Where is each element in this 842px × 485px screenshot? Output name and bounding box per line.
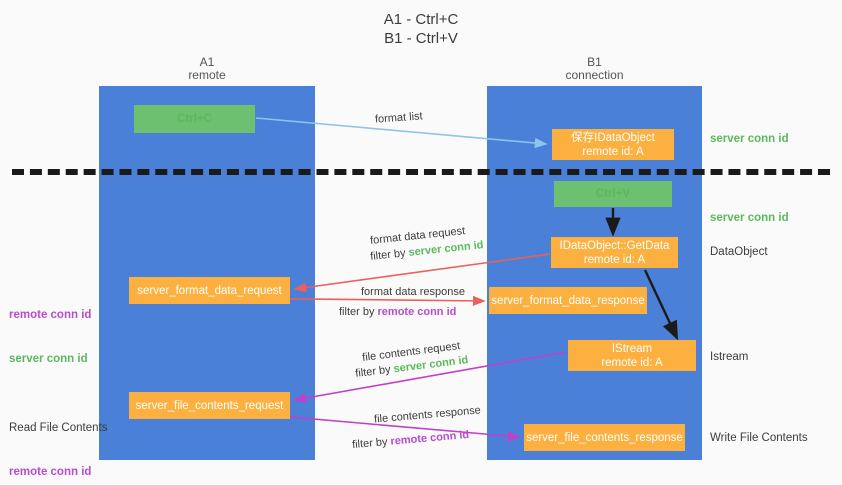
note-read-file-contents-group: Read File Contents remote conn id server… bbox=[9, 392, 107, 485]
note-conn-ids-middle: remote conn id server conn id bbox=[9, 279, 91, 395]
edge-format-list bbox=[255, 117, 548, 149]
node-save-idataobject[interactable]: 保存IDataObject remote id: A bbox=[552, 129, 674, 160]
node-idataobject-getdata[interactable]: IDataObject::GetData remote id: A bbox=[551, 237, 678, 268]
edge-label-format-data-response: format data response bbox=[361, 286, 465, 298]
filter-value-remote-conn-id: remote conn id bbox=[377, 306, 457, 318]
edge-format-data-request bbox=[293, 253, 551, 293]
column-header-a1: A1 remote bbox=[188, 55, 226, 82]
node-sublabel: remote id: A bbox=[582, 145, 644, 158]
node-label: server_format_data_response bbox=[491, 294, 645, 307]
note-istream: Istream bbox=[710, 351, 749, 363]
filter-prefix: filter by bbox=[369, 246, 410, 263]
note-remote-conn-id: remote conn id bbox=[9, 309, 92, 321]
note-read-file-contents: Read File Contents bbox=[9, 422, 108, 434]
node-label: server_format_data_request bbox=[137, 284, 282, 297]
node-label: server_file_contents_request bbox=[135, 399, 284, 412]
node-server-file-contents-response[interactable]: server_file_contents_response bbox=[524, 424, 685, 451]
node-ctrl-c[interactable]: Ctrl+C bbox=[134, 105, 255, 133]
filter-prefix: filter by bbox=[351, 435, 392, 452]
note-write-file-contents: Write File Contents bbox=[710, 432, 808, 444]
node-server-file-contents-request[interactable]: server_file_contents_request bbox=[129, 392, 290, 419]
filter-prefix: filter by bbox=[354, 363, 395, 380]
node-sublabel: remote id: A bbox=[601, 356, 663, 369]
node-label: Ctrl+V bbox=[595, 188, 631, 200]
note-remote-conn-id: remote conn id bbox=[9, 465, 92, 478]
node-sublabel: remote id: A bbox=[583, 253, 646, 266]
edge-file-contents-request bbox=[293, 351, 567, 404]
node-label: 保存IDataObject bbox=[571, 131, 655, 144]
note-server-conn-id-top: server conn id bbox=[710, 133, 789, 145]
edge-label-format-data-response-filter: filter by remote conn id bbox=[339, 305, 456, 320]
node-label: IDataObject::GetData bbox=[559, 239, 670, 252]
node-label: IStream bbox=[611, 342, 653, 355]
node-istream[interactable]: IStream remote id: A bbox=[568, 340, 696, 371]
column-header-b1: B1 connection bbox=[565, 55, 624, 82]
node-server-format-data-response[interactable]: server_format_data_response bbox=[489, 287, 647, 314]
node-server-format-data-request[interactable]: server_format_data_request bbox=[129, 277, 290, 304]
note-server-conn-id-mid: server conn id bbox=[710, 212, 789, 224]
note-server-conn-id: server conn id bbox=[9, 352, 88, 365]
filter-prefix: filter by bbox=[339, 306, 378, 318]
edge-getdata-to-istream bbox=[643, 269, 679, 341]
boundary-divider bbox=[12, 169, 830, 175]
page-title: A1 - Ctrl+C B1 - Ctrl+V bbox=[383, 11, 459, 47]
note-dataobject: DataObject bbox=[710, 246, 768, 258]
node-label: Ctrl+C bbox=[177, 113, 212, 125]
node-ctrl-v[interactable]: Ctrl+V bbox=[554, 181, 672, 207]
node-label: server_file_contents_response bbox=[526, 431, 683, 444]
